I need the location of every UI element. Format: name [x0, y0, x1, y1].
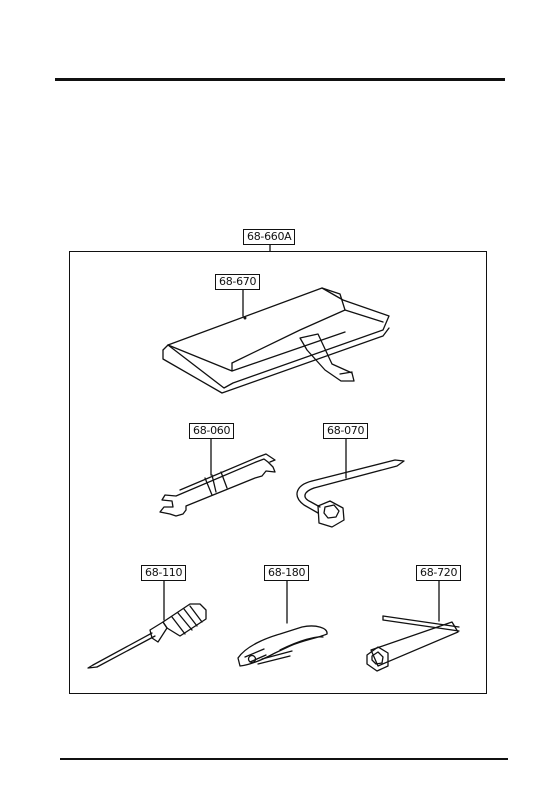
- part-number-box-wrench: 68-070: [323, 423, 369, 439]
- part-number-socket-wrench: 68-720: [416, 565, 462, 581]
- part-number-double-wrench: 68-060: [189, 423, 235, 439]
- part-number-pliers: 68-180: [264, 565, 310, 581]
- double-wrench-drawing: [159, 453, 276, 517]
- bottom-rule: [60, 758, 508, 760]
- screwdriver-drawing: [87, 603, 207, 669]
- part-number-screwdriver: 68-110: [141, 565, 187, 581]
- part-number-bag: 68-670: [215, 274, 261, 290]
- box-wrench-drawing: [296, 459, 405, 528]
- top-rule: [55, 78, 505, 81]
- part-number-kit: 68-660A: [243, 229, 296, 245]
- pliers-drawing: [237, 625, 328, 667]
- socket-wrench-drawing: [366, 615, 460, 672]
- tool-bag-drawing: [162, 287, 390, 394]
- tool-kit-frame: [69, 251, 487, 694]
